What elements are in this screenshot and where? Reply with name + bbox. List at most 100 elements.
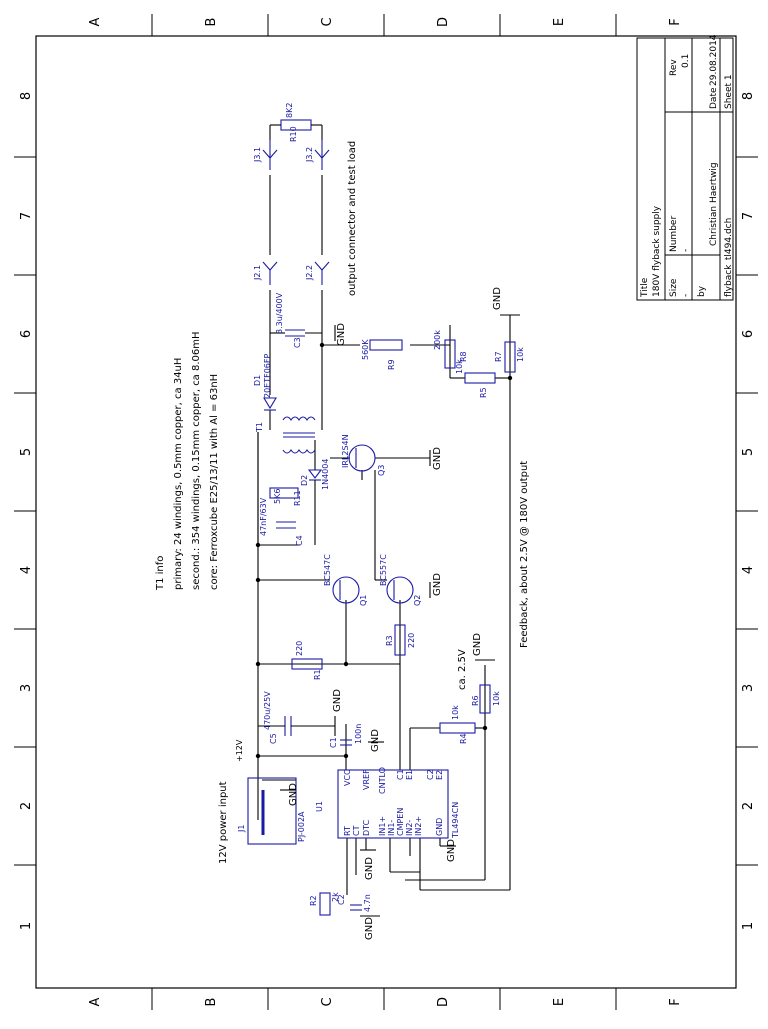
r8-resistor: R8 200k bbox=[433, 330, 468, 369]
zone-row-8-left: 8 bbox=[19, 92, 34, 100]
u1-pin-gnd: GND bbox=[435, 818, 444, 836]
u1-value: TL494CN bbox=[451, 802, 460, 839]
u1-pin-vcc: VCC bbox=[343, 769, 352, 786]
zone-row-4-right: 4 bbox=[741, 566, 756, 574]
gnd-label-c3: GND bbox=[336, 323, 347, 346]
d1-value: 20ETF06FP bbox=[263, 353, 272, 398]
d2-diode: D2 1N4004 bbox=[300, 459, 330, 545]
note-primary: primary: 24 windings, 0.5mm copper, ca 3… bbox=[173, 358, 184, 590]
zone-col-d-top: D bbox=[436, 17, 451, 27]
j1-value: PJ-002A bbox=[297, 811, 306, 842]
gnd-label-c2: GND bbox=[364, 917, 375, 940]
inner-border bbox=[35, 35, 737, 989]
note-t1-info: T1 info bbox=[155, 556, 166, 591]
r10-ref: R10 bbox=[289, 126, 298, 142]
r4-ref: R4 bbox=[459, 733, 468, 744]
c4-value: 47nF/63V bbox=[259, 497, 268, 536]
r2-ref: R2 bbox=[309, 895, 318, 906]
c2-ref: C2 bbox=[337, 894, 346, 905]
zone-row-1-left: 1 bbox=[19, 922, 34, 930]
r7-ref: R7 bbox=[494, 351, 503, 362]
r6-value: 10k bbox=[492, 691, 501, 706]
j2-2-ref: J2.2 bbox=[305, 265, 314, 281]
u1-pin-rt: RT bbox=[343, 826, 352, 836]
gnd-label-j1: GND bbox=[288, 783, 299, 806]
r4-value: 10k bbox=[451, 705, 460, 720]
c5-ref: C5 bbox=[269, 733, 278, 744]
j2-1-ref: J2.1 bbox=[253, 265, 262, 281]
notes: T1 info primary: 24 windings, 0.5mm copp… bbox=[155, 141, 530, 864]
by-label: by bbox=[697, 285, 707, 297]
gnd-label-r7: GND bbox=[492, 287, 503, 310]
zone-row-8-right: 8 bbox=[741, 92, 756, 100]
sheet-value: Sheet 1 bbox=[724, 74, 734, 109]
number-label: Number bbox=[669, 216, 679, 252]
zone-col-a-top: A bbox=[88, 17, 103, 26]
c3-ref: C3 bbox=[293, 337, 302, 348]
note-power-input: 12V power input bbox=[218, 781, 229, 864]
r3-resistor: R3 220 bbox=[385, 624, 416, 656]
zone-col-e-top: E bbox=[552, 18, 567, 26]
r1-value: 220 bbox=[295, 641, 304, 656]
c3-value: 3.3u/400V bbox=[275, 292, 284, 334]
u1-pin-cntlo: CNTLO bbox=[378, 767, 387, 794]
r2-value: 2k bbox=[331, 892, 340, 902]
j2-2-connector: J2.2 bbox=[305, 261, 330, 285]
size-value: - bbox=[681, 294, 691, 297]
c2-capacitor: C2 4.7n bbox=[337, 894, 372, 912]
c4-ref: C4 bbox=[295, 535, 304, 546]
u1-pin-cmpen: CMPEN bbox=[396, 808, 405, 836]
author-value: Christian Haertwig bbox=[709, 162, 719, 246]
zone-col-c-bottom: C bbox=[320, 997, 335, 1006]
q2-value: BC557C bbox=[379, 554, 388, 586]
r3-value: 220 bbox=[407, 633, 416, 648]
title-block: Title 180V flyback supply Size - Number … bbox=[636, 34, 734, 301]
r9-resistor: R9 560K bbox=[361, 339, 403, 370]
d1-ref: D1 bbox=[253, 375, 262, 386]
zone-row-3-left: 3 bbox=[19, 684, 34, 692]
zone-row-7-right: 7 bbox=[741, 212, 756, 220]
d2-ref: D2 bbox=[300, 475, 309, 486]
junctions bbox=[255, 342, 513, 759]
rev-value: 0.1 bbox=[681, 54, 691, 68]
u1-pin-ct: CT bbox=[352, 825, 361, 836]
zone-col-f-bottom: F bbox=[668, 998, 683, 1005]
zone-col-c-top: C bbox=[320, 17, 335, 26]
gnd-label-r6: GND bbox=[472, 633, 483, 656]
zone-letters: A B C D E F A B C D E F bbox=[88, 17, 683, 1007]
zone-row-1-right: 1 bbox=[741, 922, 756, 930]
r9-value: 560K bbox=[361, 339, 370, 360]
q2-transistor: Q2 BC557C bbox=[379, 554, 422, 606]
zone-row-5-right: 5 bbox=[741, 448, 756, 456]
note-feedback: Feedback, about 2.5V @ 180V output bbox=[519, 461, 530, 648]
q3-mosfet: Q3 IRL2S4N bbox=[341, 434, 386, 476]
r2-resistor: R2 2k bbox=[309, 892, 340, 916]
q1-ref: Q1 bbox=[359, 595, 368, 606]
zone-row-6-left: 6 bbox=[19, 330, 34, 338]
j2-1-connector: J2.1 bbox=[253, 261, 278, 285]
u1-pin-dtc: DTC bbox=[362, 819, 371, 836]
j1-connector: J1 PJ-002A bbox=[237, 777, 306, 845]
wires bbox=[257, 175, 511, 895]
zone-col-a-bottom: A bbox=[88, 997, 103, 1006]
r1-resistor: R1 220 bbox=[291, 641, 323, 680]
r10-resistor: R10 8K2 bbox=[269, 103, 323, 142]
c5-value: 470u/25V bbox=[263, 691, 272, 730]
zone-numbers: 8 7 6 5 4 3 2 1 8 7 6 5 4 3 2 1 bbox=[19, 92, 756, 930]
q3-ref: Q3 bbox=[377, 465, 386, 476]
j3-2-connector: J3.2 bbox=[305, 140, 330, 170]
u1-pin-vref: VREF bbox=[362, 769, 371, 790]
r11-ref: R11 bbox=[293, 490, 302, 506]
date-value: 29.08.2014 bbox=[709, 34, 719, 86]
zone-row-7-left: 7 bbox=[19, 212, 34, 220]
number-value: - bbox=[681, 249, 691, 252]
date-label: Date bbox=[709, 87, 719, 109]
u1-pin-in2p: IN2+ bbox=[414, 816, 423, 836]
r6-ref: R6 bbox=[471, 695, 480, 706]
c2-value: 4.7n bbox=[363, 894, 372, 912]
u1-pin-in1m: IN1- bbox=[387, 820, 396, 836]
d1-diode: D1 20ETF06FP bbox=[253, 353, 277, 411]
gnd-labels: GND GND GND GND GND GND GND GND GND GND … bbox=[288, 287, 503, 940]
zone-col-e-bottom: E bbox=[552, 998, 567, 1006]
